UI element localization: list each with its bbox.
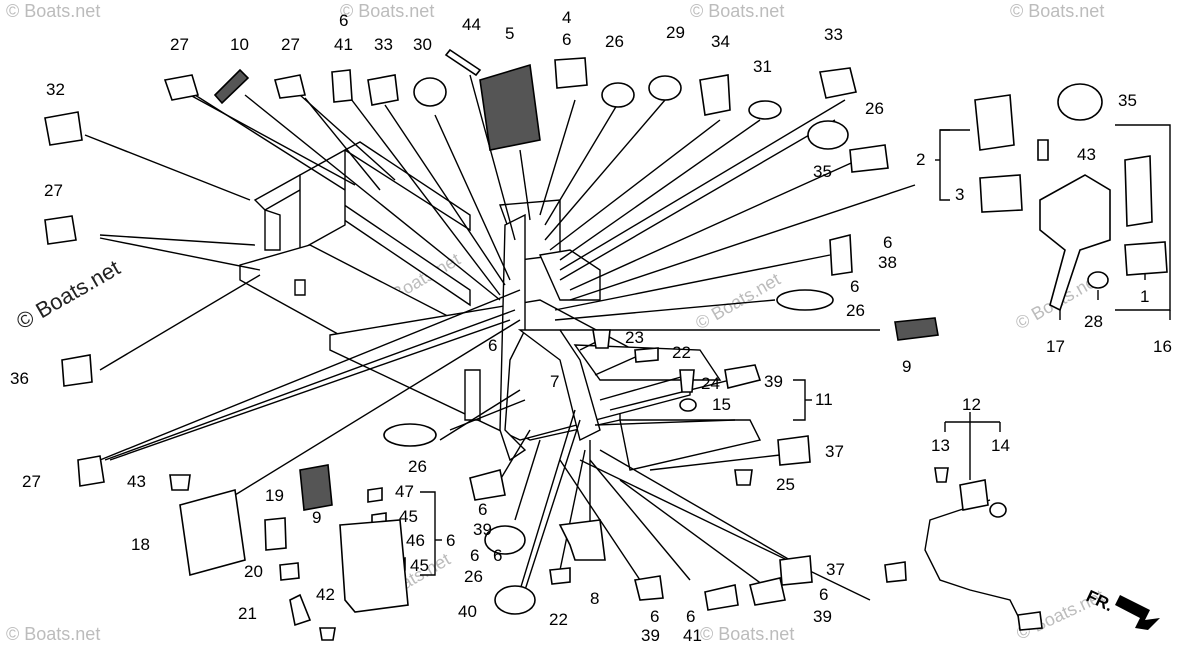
- watermark-bottom-mid: © Boats.net: [700, 624, 794, 644]
- label-45-a: 45: [399, 507, 418, 526]
- front-arrow-icon: [1115, 595, 1160, 630]
- label-43-a: 43: [1077, 145, 1096, 164]
- label-18: 18: [131, 535, 150, 554]
- label-8: 8: [590, 589, 599, 608]
- label-14: 14: [991, 436, 1010, 455]
- label-3: 3: [955, 185, 964, 204]
- part-labels: 27 10 27 6 41 33 30 44 5 4 6 26 29 34 31…: [10, 8, 1172, 645]
- watermark-top-left: © Boats.net: [6, 1, 100, 21]
- watermark-top-right: © Boats.net: [690, 1, 784, 21]
- label-26-d: 26: [408, 457, 427, 476]
- label-6-i: 6: [493, 546, 502, 565]
- label-34: 34: [711, 32, 730, 51]
- label-7: 7: [550, 372, 559, 391]
- label-35-a: 35: [1118, 91, 1137, 110]
- label-39-b: 39: [473, 520, 492, 539]
- watermark-bottom-left: © Boats.net: [6, 624, 100, 644]
- label-15: 15: [712, 395, 731, 414]
- label-17: 17: [1046, 337, 1065, 356]
- label-13: 13: [931, 436, 950, 455]
- label-39-a: 39: [764, 372, 783, 391]
- label-43-b: 43: [127, 472, 146, 491]
- label-6-l: 6: [819, 585, 828, 604]
- label-26-c: 26: [846, 301, 865, 320]
- label-44: 44: [462, 15, 481, 34]
- label-6-b: 6: [562, 30, 571, 49]
- label-31: 31: [753, 57, 772, 76]
- label-6-h: 6: [470, 546, 479, 565]
- label-27-d: 27: [22, 472, 41, 491]
- label-36: 36: [10, 369, 29, 388]
- label-39-c: 39: [641, 626, 660, 645]
- label-11: 11: [815, 390, 833, 409]
- label-47: 47: [395, 482, 414, 501]
- label-27-c: 27: [44, 181, 63, 200]
- label-4: 4: [562, 8, 571, 27]
- label-6-g: 6: [478, 500, 487, 519]
- label-27-b: 27: [281, 35, 300, 54]
- label-41-a: 41: [334, 35, 353, 54]
- label-12: 12: [962, 395, 981, 414]
- label-28: 28: [1084, 312, 1103, 331]
- label-25: 25: [776, 475, 795, 494]
- label-33-b: 33: [824, 25, 843, 44]
- label-30: 30: [413, 35, 432, 54]
- label-29: 29: [666, 23, 685, 42]
- label-1: 1: [1140, 287, 1149, 306]
- label-39-d: 39: [813, 607, 832, 626]
- label-26-b: 26: [865, 99, 884, 118]
- label-32: 32: [46, 80, 65, 99]
- watermark-mid-right: © Boats.net: [692, 269, 784, 333]
- label-6-c: 6: [883, 233, 892, 252]
- label-5: 5: [505, 24, 514, 43]
- label-6-j: 6: [650, 607, 659, 626]
- label-40: 40: [458, 602, 477, 621]
- main-frame: [239, 141, 762, 471]
- label-27-a: 27: [170, 35, 189, 54]
- watermark-far-right: © Boats.net: [1010, 1, 1104, 21]
- label-9-a: 9: [902, 357, 911, 376]
- leader-lines: [84, 74, 1171, 601]
- label-38: 38: [878, 253, 897, 272]
- label-37-a: 37: [825, 442, 844, 461]
- label-6-e: 6: [488, 336, 497, 355]
- label-35-b: 35: [813, 162, 832, 181]
- label-23: 23: [625, 328, 644, 347]
- label-41-b: 41: [683, 626, 702, 645]
- label-10: 10: [230, 35, 249, 54]
- label-33-a: 33: [374, 35, 393, 54]
- label-20: 20: [244, 562, 263, 581]
- label-26-e: 26: [464, 567, 483, 586]
- label-42: 42: [316, 585, 335, 604]
- label-24: 24: [701, 374, 720, 393]
- label-26-a: 26: [605, 32, 624, 51]
- label-22-a: 22: [672, 343, 691, 362]
- label-45-b: 45: [410, 556, 429, 575]
- part-labels-extra: 6 6 6: [650, 585, 828, 626]
- label-9-b: 9: [312, 508, 321, 527]
- watermark-top-mid: © Boats.net: [340, 1, 434, 21]
- label-21: 21: [238, 604, 257, 623]
- parts: [44, 48, 1168, 641]
- label-6-a: 6: [339, 11, 348, 30]
- label-46: 46: [406, 531, 425, 550]
- label-19: 19: [265, 486, 284, 505]
- label-6-f: 6: [446, 531, 455, 550]
- label-22-b: 22: [549, 610, 568, 629]
- label-6-k: 6: [686, 607, 695, 626]
- label-16: 16: [1153, 337, 1172, 356]
- label-37-b: 37: [826, 560, 845, 579]
- label-6-d: 6: [850, 277, 859, 296]
- label-2: 2: [916, 150, 925, 169]
- watermark-main: © Boats.net: [12, 255, 124, 334]
